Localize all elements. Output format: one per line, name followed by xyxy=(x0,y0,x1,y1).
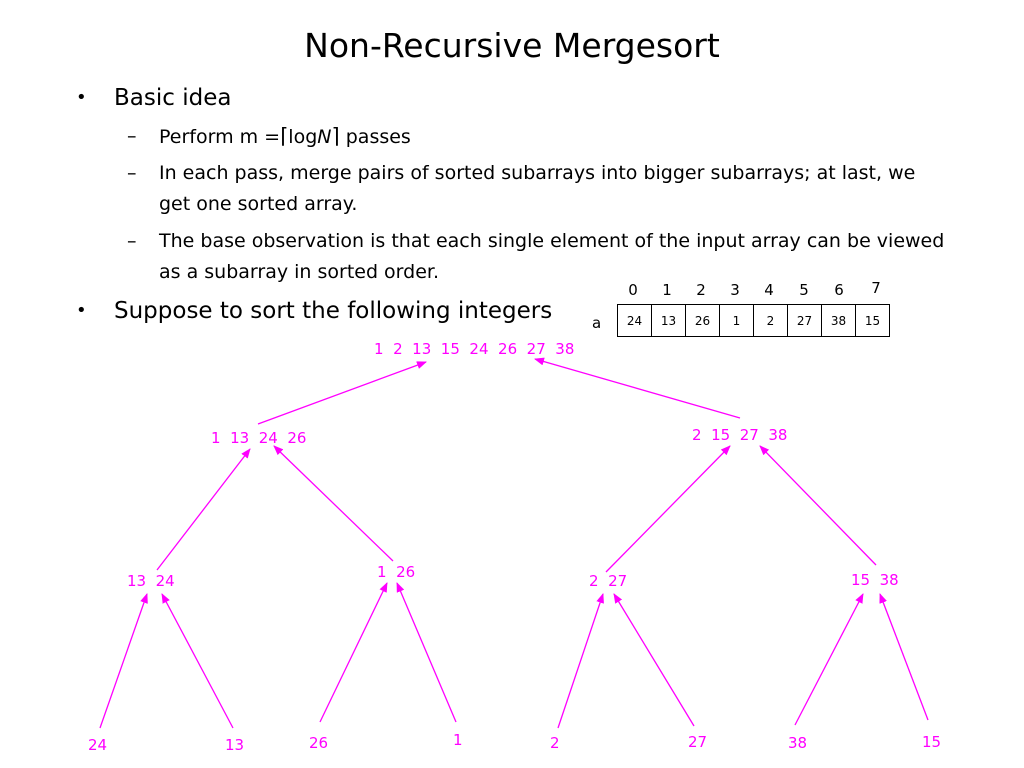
input-array: 24 13 26 1 2 27 38 15 xyxy=(617,304,890,337)
sub-bullet-prefix: Perform m = xyxy=(159,126,281,148)
ceil-right-symbol: ⌉ xyxy=(331,124,340,148)
ceil-left-symbol: ⌈ xyxy=(280,124,289,148)
merge-arrow xyxy=(613,593,695,727)
array-cell: 26 xyxy=(685,304,720,337)
sub-bullet-dash: – xyxy=(127,125,137,147)
merge-arrow xyxy=(794,593,864,726)
array-index: 7 xyxy=(871,279,881,297)
sub-bullet-dash: – xyxy=(127,162,137,184)
leaf-node: 2 xyxy=(550,734,560,752)
bullet-dot: • xyxy=(76,87,87,108)
array-index: 6 xyxy=(834,281,844,299)
merged-node-right: 2 15 27 38 xyxy=(692,426,788,444)
bullet-basic-idea: • Basic idea xyxy=(76,84,232,112)
array-index: 3 xyxy=(730,281,740,299)
leaf-node: 15 xyxy=(922,733,942,751)
merged-node-left: 1 13 24 26 xyxy=(211,429,307,447)
merge-arrow xyxy=(257,361,427,425)
sub-bullet-base-observation: – The base observation is that each sing… xyxy=(127,226,949,288)
array-index: 5 xyxy=(799,281,809,299)
array-cell: 13 xyxy=(651,304,686,337)
pair-node: 1 26 xyxy=(377,563,416,581)
sub-bullet-dash: – xyxy=(127,230,137,252)
merge-arrow xyxy=(273,445,394,562)
leaf-node: 1 xyxy=(453,731,463,749)
bullet-text: Suppose to sort the following integers xyxy=(114,298,553,324)
array-index: 1 xyxy=(662,281,672,299)
merge-arrow xyxy=(557,593,604,729)
array-cell: 38 xyxy=(821,304,856,337)
merge-arrow xyxy=(161,593,234,729)
leaf-node: 38 xyxy=(788,734,808,752)
merge-arrow xyxy=(99,593,148,729)
merge-arrow xyxy=(534,357,741,419)
array-index: 0 xyxy=(628,281,638,299)
pair-node: 2 27 xyxy=(589,572,628,590)
merge-arrow xyxy=(759,445,877,566)
pair-node: 15 38 xyxy=(851,571,899,589)
sub-bullet-passes: – Perform m =⌈logN⌉ passes xyxy=(127,121,959,153)
log-text: log xyxy=(288,126,318,148)
array-cell: 15 xyxy=(855,304,890,337)
merge-arrow xyxy=(396,582,457,723)
sub-bullet-suffix: passes xyxy=(345,126,411,148)
array-cell: 2 xyxy=(753,304,788,337)
merge-arrow xyxy=(879,593,929,721)
leaf-node: 26 xyxy=(309,734,329,752)
array-index: 4 xyxy=(764,281,774,299)
leaf-node: 13 xyxy=(225,736,245,754)
array-label: a xyxy=(592,314,602,332)
array-index: 2 xyxy=(696,281,706,299)
bullet-suppose: • Suppose to sort the following integers xyxy=(76,297,553,325)
n-variable: N xyxy=(317,126,332,148)
leaf-node: 27 xyxy=(688,733,708,751)
merge-arrow xyxy=(605,445,731,573)
sub-bullet-text: In each pass, merge pairs of sorted suba… xyxy=(159,162,916,215)
leaf-node: 24 xyxy=(88,736,108,754)
bullet-text: Basic idea xyxy=(114,85,232,111)
array-cell: 1 xyxy=(719,304,754,337)
merge-arrow xyxy=(319,582,388,723)
pair-node: 13 24 xyxy=(127,572,175,590)
sub-bullet-text: The base observation is that each single… xyxy=(159,230,945,283)
bullet-dot: • xyxy=(76,300,87,321)
array-cell: 24 xyxy=(617,304,652,337)
slide-title: Non-Recursive Mergesort xyxy=(304,26,720,65)
sub-bullet-merge-pairs: – In each pass, merge pairs of sorted su… xyxy=(127,158,949,220)
array-cell: 27 xyxy=(787,304,822,337)
merge-arrow xyxy=(156,448,251,571)
merged-node-root: 1 2 13 15 24 26 27 38 xyxy=(374,340,575,358)
